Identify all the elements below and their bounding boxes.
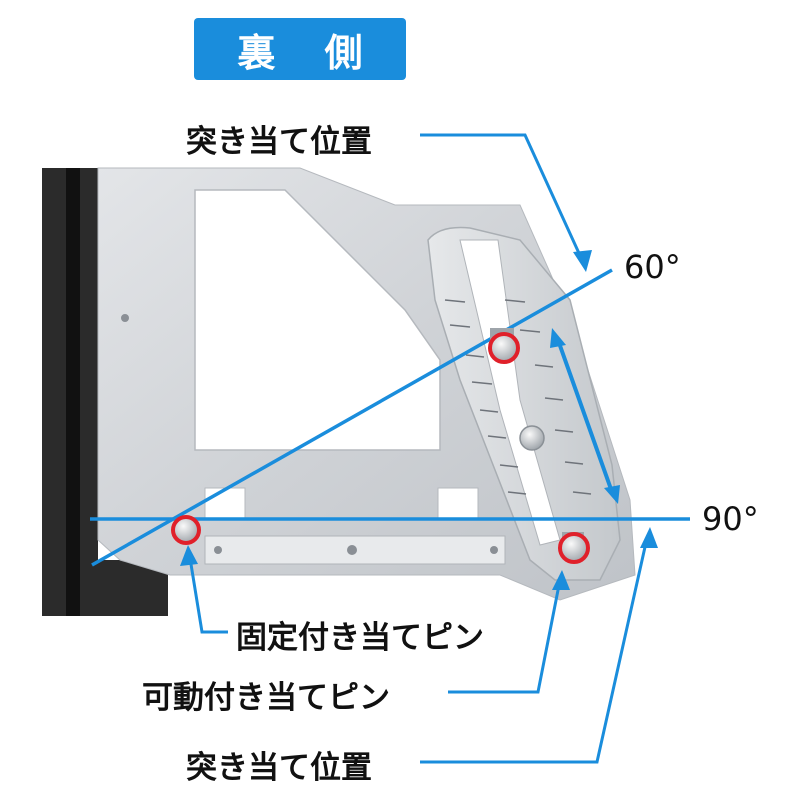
callout-lines bbox=[188, 133, 649, 764]
movable-pin-lower bbox=[558, 532, 590, 564]
label-top-stop-position: 突き当て位置 bbox=[186, 124, 372, 160]
bottom-slot-left bbox=[204, 487, 246, 521]
scale-ticks bbox=[444, 299, 592, 495]
label-60-degree: 60° bbox=[624, 248, 681, 286]
leader-bottom-stop bbox=[420, 537, 649, 764]
left-rail bbox=[42, 168, 168, 616]
label-movable-pin: 可動付き当てピン bbox=[142, 680, 390, 716]
bottom-slot-right bbox=[437, 487, 479, 521]
label-fixed-pin: 固定付き当てピン bbox=[236, 620, 484, 656]
arm-slot bbox=[459, 239, 561, 546]
plate-cutout bbox=[194, 189, 441, 451]
plate-screw bbox=[121, 314, 129, 322]
pin-travel-arrow bbox=[550, 328, 620, 504]
movable-pin-upper bbox=[488, 328, 520, 364]
movable-pin-middle bbox=[519, 425, 545, 451]
callout-arrowheads bbox=[180, 250, 658, 590]
leader-movable-pin bbox=[448, 579, 562, 694]
label-90-degree: 90° bbox=[702, 500, 759, 538]
leader-fixed-pin bbox=[188, 557, 228, 634]
scale-arm bbox=[427, 226, 621, 581]
line-60-degree bbox=[91, 268, 613, 567]
fixed-pin bbox=[171, 515, 201, 545]
label-bottom-stop-position: 突き当て位置 bbox=[186, 750, 372, 786]
leader-top-stop bbox=[420, 133, 585, 263]
page-title: 裏 側 bbox=[194, 18, 406, 80]
